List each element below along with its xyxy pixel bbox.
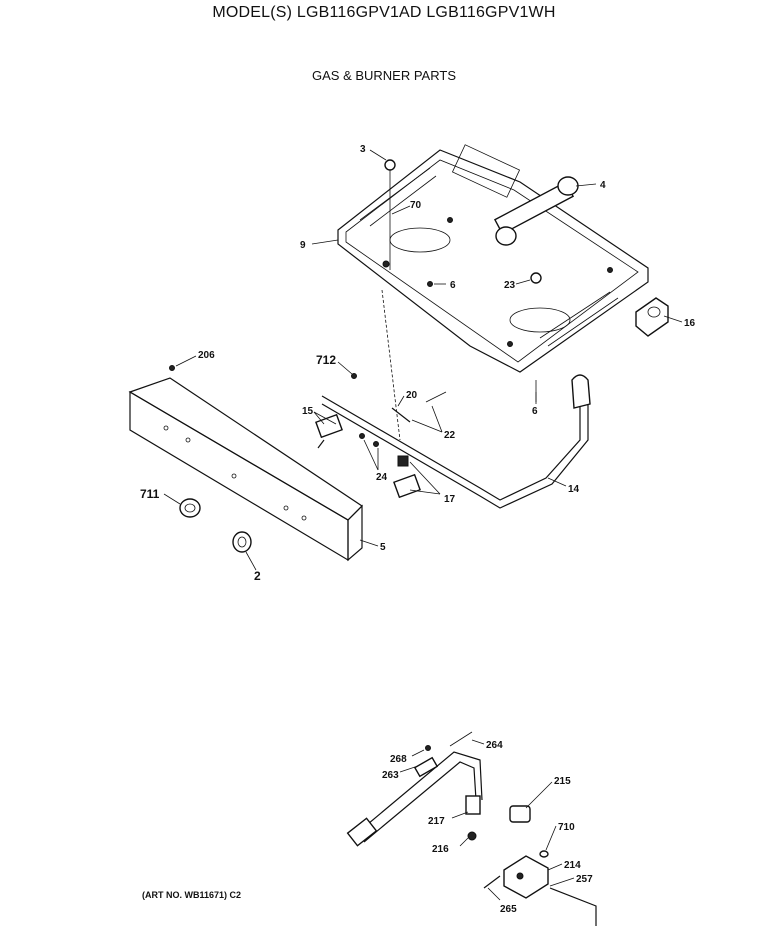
callout-23: 23 (504, 280, 516, 291)
callout-22: 22 (444, 430, 456, 441)
vertical-gas-line (381, 159, 401, 441)
fitting-710 (539, 850, 549, 858)
manifold-valve-15 (315, 413, 343, 449)
callout-2: 2 (254, 569, 261, 583)
knob-2 (232, 531, 252, 553)
callout-206: 206 (198, 350, 215, 361)
screw-268 (425, 745, 431, 751)
callout-216: 216 (432, 844, 449, 855)
callout-16: 16 (684, 318, 696, 329)
bracket-16-part (635, 297, 669, 337)
callout-264: 264 (486, 740, 503, 751)
clip-215 (509, 805, 531, 823)
orifice-23-part (530, 272, 542, 284)
nut-216 (467, 831, 477, 841)
callout-17: 17 (444, 494, 456, 505)
callout-268: 268 (390, 754, 407, 765)
tube-20 (391, 407, 411, 423)
oven-burner-tube (346, 751, 483, 847)
callout-70: 70 (410, 200, 422, 211)
callout-257: 257 (576, 874, 593, 885)
callout-6-upper: 6 (450, 280, 456, 291)
callout-263: 263 (382, 770, 399, 781)
manifold-panel (128, 377, 363, 562)
callout-4: 4 (600, 180, 606, 191)
section-title: GAS & BURNER PARTS (312, 68, 456, 83)
callout-217: 217 (428, 816, 445, 827)
capillary-257 (549, 887, 597, 926)
burner-box-frame (337, 144, 649, 373)
screw-24a (359, 433, 365, 439)
electrode-264 (449, 731, 473, 747)
callout-14: 14 (568, 484, 580, 495)
bracket-263 (413, 756, 439, 778)
callout-6-lower: 6 (532, 406, 538, 417)
screw-24b (373, 441, 379, 447)
callout-712: 712 (316, 353, 336, 367)
manifold-valve-17 (393, 455, 421, 499)
leader-lines (163, 149, 683, 901)
manifold-pipe (321, 374, 591, 509)
callout-215: 215 (554, 776, 571, 787)
knob-711 (179, 498, 201, 518)
callout-214: 214 (564, 860, 581, 871)
grommet-6-part (427, 281, 433, 287)
tube-265 (483, 875, 501, 889)
thermostat-214 (503, 855, 549, 899)
page-title: MODEL(S) LGB116GPV1AD LGB116GPV1WH (212, 4, 556, 21)
callout-24: 24 (376, 472, 388, 483)
callout-3: 3 (360, 144, 366, 155)
art-number: (ART NO. WB11671) C2 (142, 890, 242, 900)
callout-265: 265 (500, 904, 517, 915)
callout-5: 5 (380, 542, 386, 553)
callout-711: 711 (140, 487, 160, 501)
callout-15: 15 (302, 406, 314, 417)
burner-valve-assembly (493, 176, 579, 246)
callout-9: 9 (300, 240, 306, 251)
callout-710: 710 (558, 822, 575, 833)
screw-206 (169, 365, 175, 371)
callout-20: 20 (406, 390, 418, 401)
fitting-22 (425, 391, 447, 403)
screw-712 (351, 373, 357, 379)
